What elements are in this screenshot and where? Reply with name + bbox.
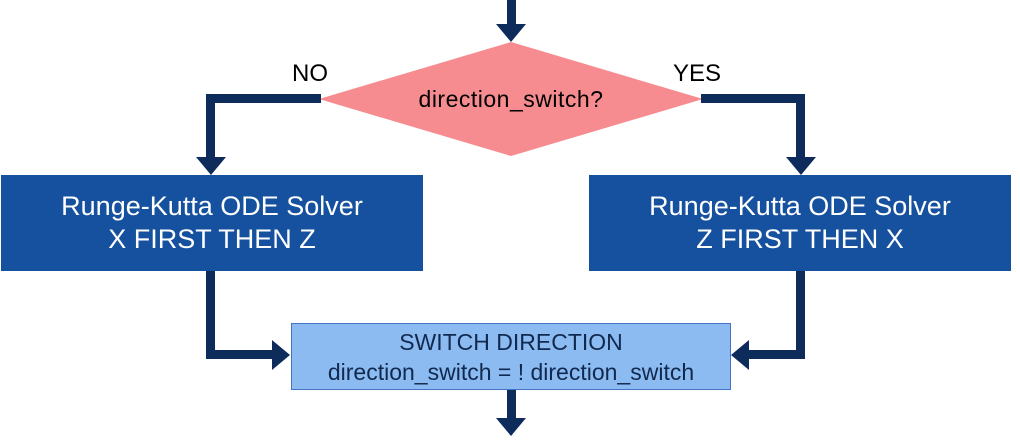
- left-merge-horizontal-line: [206, 350, 272, 359]
- no-branch-vertical-line: [206, 94, 215, 158]
- yes-branch-horizontal-line: [701, 94, 805, 103]
- solver-left-line2: X FIRST THEN Z: [108, 224, 316, 254]
- outgoing-arrow-shaft: [507, 390, 516, 418]
- switch-box-line2: direction_switch = ! direction_switch: [327, 358, 695, 385]
- right-merge-arrow-head-icon: [731, 340, 749, 370]
- outgoing-arrow-head-icon: [496, 418, 526, 436]
- decision-label: direction_switch?: [418, 85, 604, 112]
- branch-label-no: NO: [292, 60, 328, 87]
- yes-branch-arrow-head-icon: [786, 157, 816, 175]
- right-merge-vertical-line: [796, 271, 805, 359]
- right-merge-horizontal-line: [749, 350, 805, 359]
- left-merge-arrow-head-icon: [272, 340, 290, 370]
- process-box-solver-x-first: Runge-Kutta ODE Solver X FIRST THEN Z: [1, 175, 423, 271]
- switch-box-line1: SWITCH DIRECTION: [399, 328, 623, 355]
- no-branch-arrow-head-icon: [196, 157, 226, 175]
- solver-right-line2: Z FIRST THEN X: [696, 224, 904, 254]
- yes-branch-vertical-line: [796, 94, 805, 158]
- incoming-arrow-head-icon: [496, 24, 526, 42]
- decision-diamond-direction-switch: direction_switch?: [319, 42, 703, 156]
- process-box-switch-direction: SWITCH DIRECTION direction_switch = ! di…: [291, 323, 731, 390]
- branch-label-yes: YES: [672, 60, 722, 87]
- solver-right-line1: Runge-Kutta ODE Solver: [649, 191, 951, 221]
- process-box-solver-z-first: Runge-Kutta ODE Solver Z FIRST THEN X: [589, 175, 1011, 271]
- no-branch-horizontal-line: [206, 94, 321, 103]
- left-merge-vertical-line: [206, 271, 215, 359]
- incoming-arrow-shaft: [507, 0, 516, 26]
- solver-left-line1: Runge-Kutta ODE Solver: [61, 191, 363, 221]
